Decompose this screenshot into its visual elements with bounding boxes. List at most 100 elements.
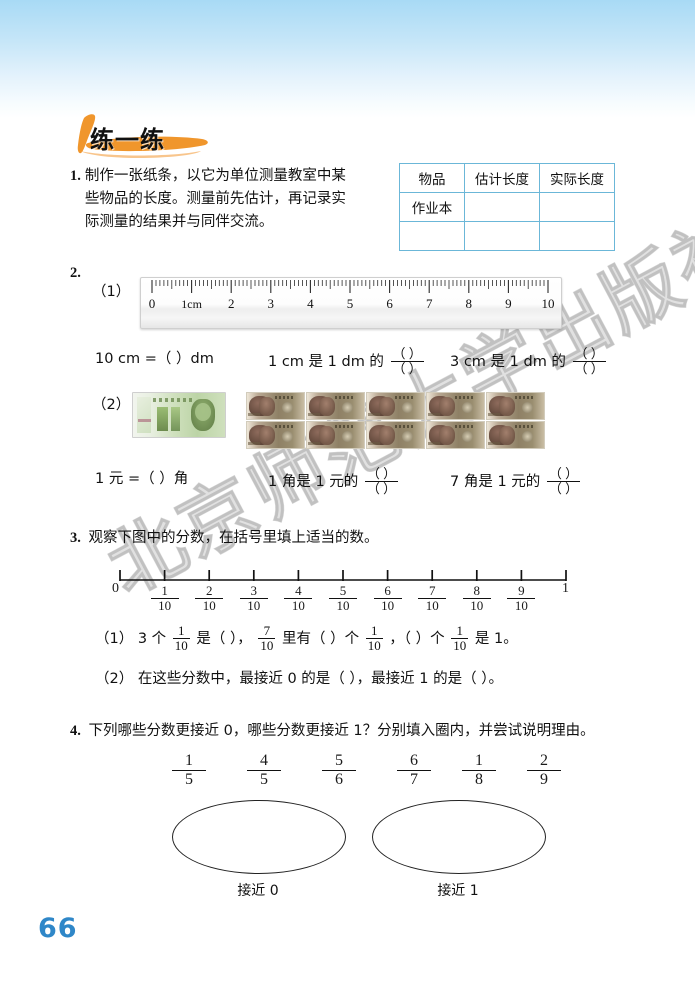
q3-sub2-text[interactable]: 在这些分数中，最接近 0 的是（ ），最接近 1 的是（ ）。 (137, 671, 503, 687)
ruler-body (140, 277, 562, 329)
question-2-part-2-label: （2） (92, 397, 131, 413)
question-3: 3. 观察下图中的分数，在括号里填上适当的数。 (70, 527, 378, 550)
fraction-numerator: 4 (295, 583, 302, 598)
jiao-banknote (486, 392, 545, 420)
table-cell-estimate[interactable] (464, 221, 540, 251)
question-1: 1. 制作一张纸条，以它为单位测量教室中某 些物品的长度。测量前先估计，再记录实… (70, 165, 400, 234)
circle-close-to-one[interactable] (372, 800, 546, 874)
one-yuan-banknote (132, 392, 226, 438)
question-3-sub-1: （1） 3 个 1 10 是（ ）， 7 10 里有（ ）个 1 10 ，（ ）… (95, 623, 518, 653)
page-header-gradient (0, 0, 695, 118)
fraction-denominator: 10 (195, 597, 224, 613)
q2-conversion-3: 3 cm 是 1 dm 的 （ ） （ ） (450, 346, 608, 376)
fraction-denominator: 10 (172, 637, 190, 653)
fraction-denominator: 5 (172, 769, 206, 789)
q2-money-conversion-1: 1 元 =（ ）角 (95, 471, 189, 487)
question-4-number: 4. (70, 723, 81, 739)
svg-text:0: 0 (149, 296, 156, 311)
jiao-banknote (306, 421, 365, 449)
svg-text:6: 6 (386, 296, 393, 311)
q3-sub1-p2[interactable]: 是（ ）， (196, 631, 252, 648)
table-cell-item[interactable] (399, 221, 465, 251)
brush-stroke-icon (77, 114, 208, 158)
fraction-numerator: 1 (185, 752, 193, 769)
number-line-start-label: 0 (112, 581, 119, 596)
q2-conversion-2-text: 1 cm 是 1 dm 的 (268, 354, 384, 371)
fraction-numerator[interactable]: （ ） (392, 346, 422, 361)
question-1-line-2: 些物品的长度。测量前先估计，再记录实 (84, 191, 346, 207)
fraction-denominator: 10 (507, 597, 536, 613)
question-1-line-1: 制作一张纸条，以它为单位测量教室中某 (84, 168, 346, 184)
table-cell-actual[interactable] (539, 192, 615, 222)
fraction-denominator: 10 (373, 597, 402, 613)
fraction-numerator: 4 (260, 752, 268, 769)
question-1-body: 制作一张纸条，以它为单位测量教室中某 些物品的长度。测量前先估计，再记录实 际测… (85, 165, 346, 234)
svg-text:5: 5 (347, 296, 354, 311)
fraction-numerator: 5 (339, 583, 347, 598)
table-row (399, 221, 615, 251)
svg-text:4: 4 (307, 296, 314, 311)
fraction-numerator: 9 (518, 583, 525, 598)
fraction-numerator: 2 (540, 752, 548, 769)
q2-money-conversion-3-text: 7 角是 1 元的 (450, 474, 541, 491)
table-row: 作业本 (399, 192, 615, 222)
fraction-numerator: 8 (473, 583, 481, 598)
question-1-number: 1. (70, 168, 81, 184)
measurement-table: 物品 估计长度 实际长度 作业本 (399, 163, 615, 251)
fraction-denominator[interactable]: （ ） (546, 480, 581, 496)
q2-money-conversion-3: 7 角是 1 元的 （ ） （ ） (450, 466, 582, 496)
section-title-label: 练一练 (90, 126, 165, 154)
fraction-numerator: 3 (250, 583, 258, 598)
svg-text:7: 7 (426, 296, 433, 311)
q2-money-conversion-2-text: 1 角是 1 元的 (268, 474, 359, 491)
fraction-denominator: 8 (462, 769, 496, 789)
section-title: 练一练 (68, 112, 218, 158)
jiao-banknote (306, 392, 365, 420)
number-line-end-label: 1 (562, 581, 569, 596)
fraction-denominator[interactable]: （ ） (572, 360, 606, 376)
fraction-numerator: 1 (456, 623, 464, 638)
jiao-banknote (246, 421, 305, 449)
q3-sub1-p4[interactable]: ，（ ）个 (389, 631, 445, 648)
jiao-banknote (486, 421, 545, 449)
question-1-line-3: 际测量的结果并与同伴交流。 (84, 214, 274, 230)
table-cell-estimate[interactable] (464, 192, 540, 222)
number-line-axis (119, 570, 567, 581)
fraction-denominator: 6 (322, 769, 356, 789)
fraction-numerator: 1 (178, 623, 185, 638)
fraction-denominator: 10 (462, 597, 491, 613)
jiao-banknote (426, 421, 485, 449)
circle-close-to-zero[interactable] (172, 800, 346, 874)
jiao-banknote (366, 421, 425, 449)
svg-text:1cm: 1cm (181, 297, 202, 311)
fraction-numerator: 6 (384, 583, 391, 598)
fraction-numerator[interactable]: （ ） (548, 466, 579, 481)
fraction-numerator: 1 (370, 623, 378, 638)
fraction-denominator[interactable]: （ ） (390, 360, 424, 376)
table-header-row: 物品 估计长度 实际长度 (399, 163, 615, 193)
question-2-number: 2. (70, 265, 81, 281)
q3-sub1-label: （1） (95, 631, 134, 648)
q3-sub1-fraction-4: 1 10 (451, 623, 469, 652)
fraction-numerator: 7 (428, 583, 436, 598)
fraction-numerator[interactable]: （ ） (366, 466, 397, 481)
fraction-numerator[interactable]: （ ） (574, 346, 604, 361)
q3-sub1-p1: 3 个 (137, 631, 167, 648)
q3-sub1-p3[interactable]: 里有（ ）个 (281, 631, 360, 648)
fraction-denominator[interactable]: （ ） (364, 480, 399, 496)
fraction-denominator: 10 (365, 637, 383, 653)
question-3-sub-2: （2） 在这些分数中，最接近 0 的是（ ），最接近 1 的是（ ）。 (95, 668, 503, 691)
table-cell-actual[interactable] (539, 221, 615, 251)
q3-sub2-label: （2） (95, 671, 134, 687)
q2-conversion-2-fraction: （ ） （ ） (390, 346, 424, 376)
page-number: 66 (38, 913, 78, 944)
